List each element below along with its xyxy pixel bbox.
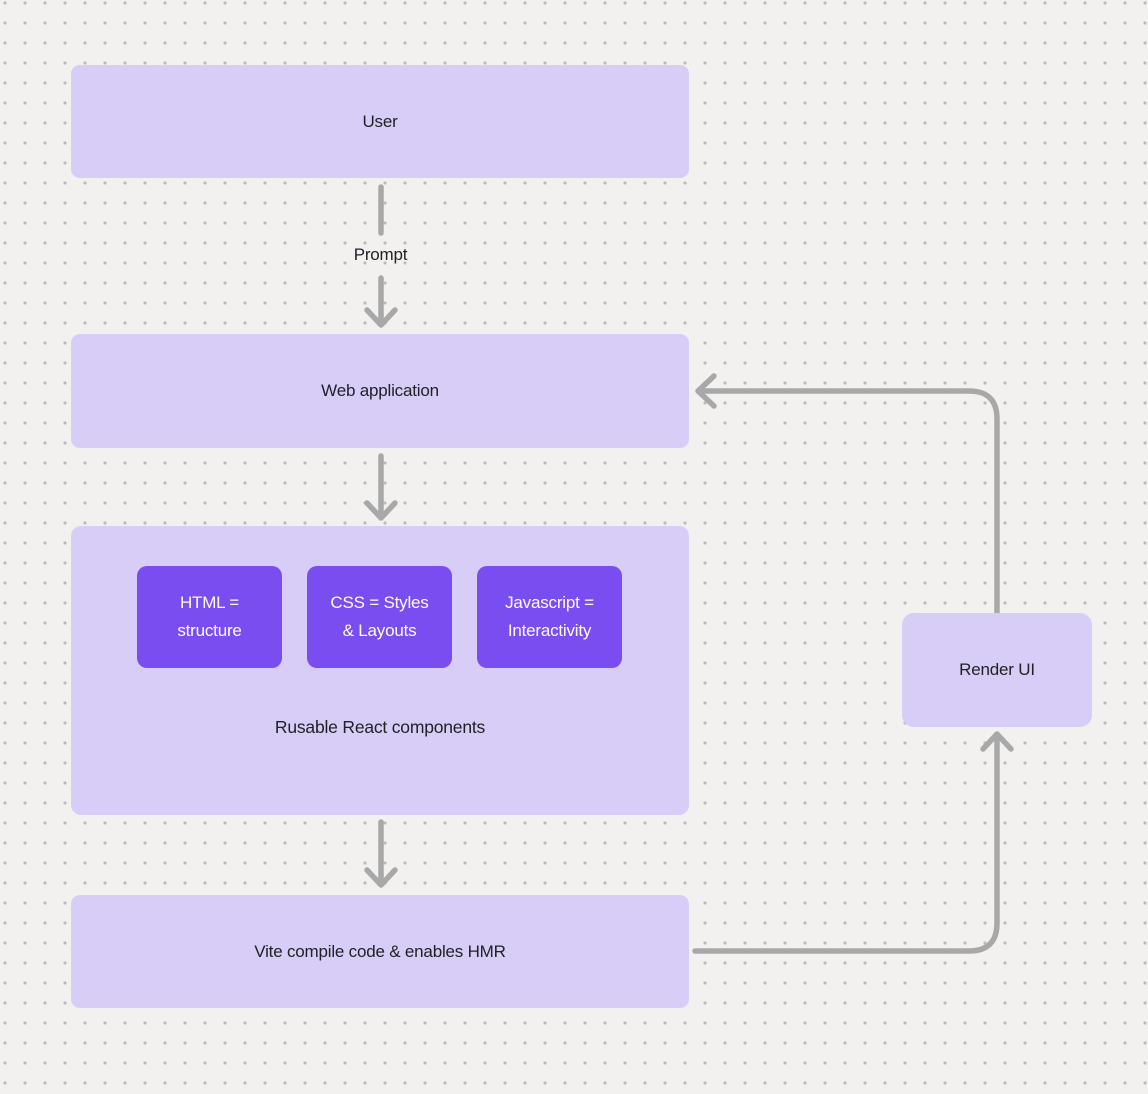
arrowhead-down-webapp-icon [364,307,398,328]
edge-label-prompt: Prompt [353,245,408,264]
node-vite[interactable]: Vite compile code & enables HMR [71,895,689,1008]
chip-javascript[interactable]: Javascript = Interactivity [477,566,622,668]
chip-css-line2: & Layouts [342,621,417,640]
chip-javascript-line2: Interactivity [507,621,592,640]
arrowhead-down-components-icon [364,500,398,521]
edge-vite-to-renderui [692,737,1000,954]
node-user[interactable]: User [71,65,689,178]
node-web-application-label: Web application [321,381,439,400]
chip-css-line1: CSS = Styles [330,593,429,612]
chip-css[interactable]: CSS = Styles & Layouts [307,566,452,668]
components-group-caption: Rusable React components [274,717,486,737]
node-vite-label: Vite compile code & enables HMR [254,941,506,961]
node-components-group[interactable]: HTML = structure CSS = Styles & Layouts … [71,526,689,815]
arrowhead-left-webapp-icon [695,373,717,409]
edge-renderui-to-webapp [697,388,1000,616]
node-user-label: User [362,111,398,131]
chip-html[interactable]: HTML = structure [137,566,282,668]
node-render-ui-label: Render UI [959,660,1035,679]
arrowhead-down-vite-icon [364,867,398,888]
chip-html-line1: HTML = [179,593,240,612]
node-render-ui[interactable]: Render UI [902,613,1092,727]
node-web-application[interactable]: Web application [71,334,689,448]
arrowhead-up-renderui-icon [980,731,1014,752]
chip-javascript-line1: Javascript = [505,593,594,612]
chip-html-line2: structure [177,621,242,640]
